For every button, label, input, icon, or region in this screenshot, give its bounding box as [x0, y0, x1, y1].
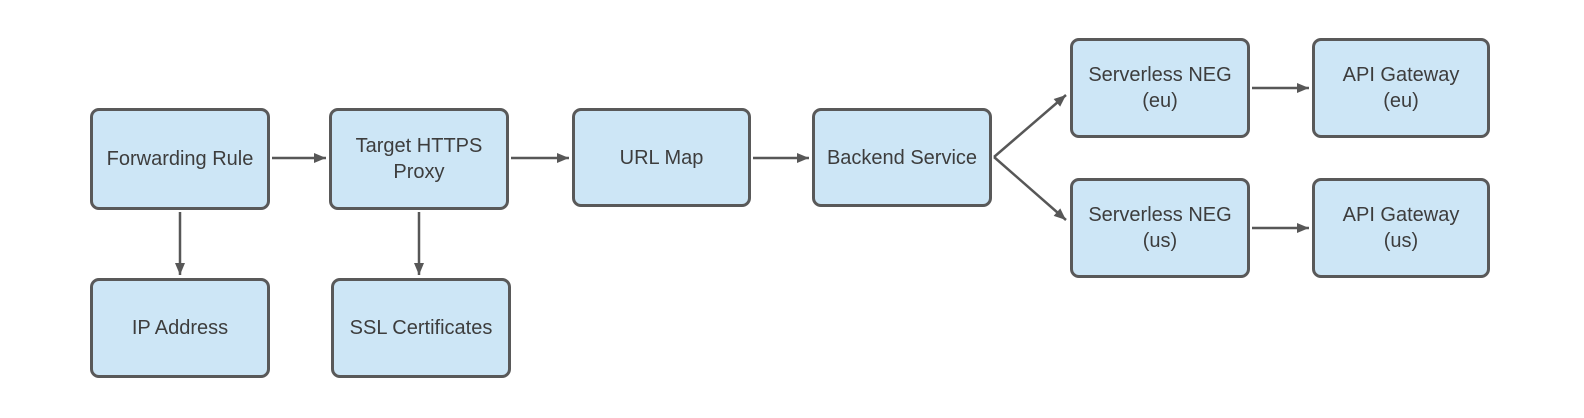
node-ip-address: IP Address	[90, 278, 270, 378]
node-url-map: URL Map	[572, 108, 751, 207]
node-forwarding-rule-label: Forwarding Rule	[106, 148, 254, 170]
node-serverless-neg-eu: Serverless NEG (eu)	[1070, 38, 1250, 138]
node-backend-service: Backend Service	[812, 108, 992, 207]
node-api-gateway-us-label: API Gateway (us)	[1342, 204, 1460, 252]
node-ip-address-label: IP Address	[131, 317, 229, 339]
node-api-gateway-us: API Gateway (us)	[1312, 178, 1490, 278]
node-api-gateway-eu-label: API Gateway (eu)	[1342, 64, 1460, 112]
node-target-https-proxy-label: Target HTTPS Proxy	[355, 135, 483, 183]
node-forwarding-rule: Forwarding Rule	[90, 108, 270, 210]
node-serverless-neg-us: Serverless NEG (us)	[1070, 178, 1250, 278]
node-api-gateway-eu: API Gateway (eu)	[1312, 38, 1490, 138]
arrow-backend-service-to-serverless-neg-us	[993, 156, 1067, 221]
node-target-https-proxy: Target HTTPS Proxy	[329, 108, 509, 210]
node-url-map-label: URL Map	[619, 146, 704, 169]
node-ssl-certificates: SSL Certificates	[331, 278, 511, 378]
arrow-backend-service-to-serverless-neg-eu	[993, 94, 1067, 158]
node-backend-service-label: Backend Service	[826, 146, 978, 169]
node-ssl-certificates-label: SSL Certificates	[349, 317, 493, 339]
node-serverless-neg-eu-label: Serverless NEG (eu)	[1088, 64, 1232, 112]
node-serverless-neg-us-label: Serverless NEG (us)	[1088, 204, 1232, 252]
